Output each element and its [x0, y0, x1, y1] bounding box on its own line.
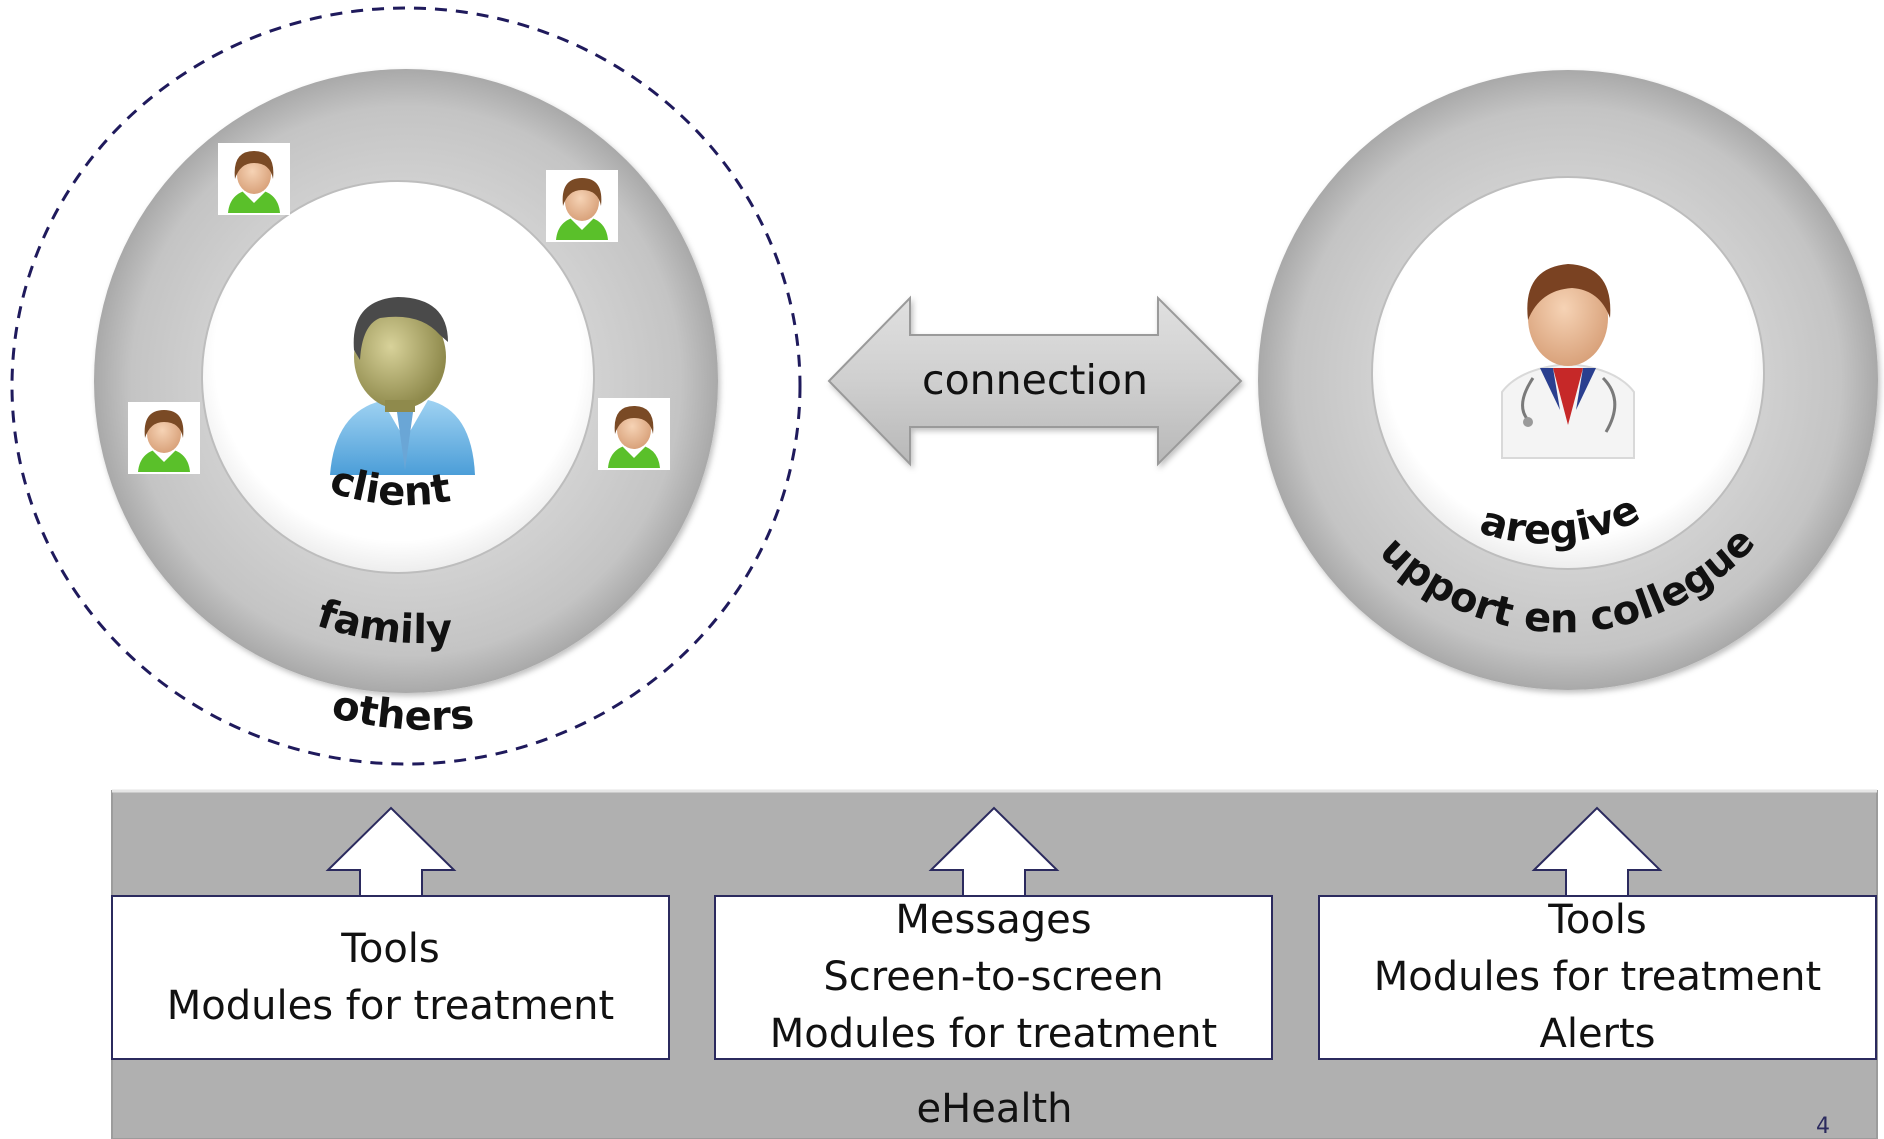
family-member-icon: [218, 143, 290, 215]
connection-label: connection: [922, 356, 1148, 404]
ehealth-label: eHealth: [916, 1086, 1073, 1132]
family-member-icon: [128, 402, 200, 474]
box-line: Modules for treatment: [1373, 954, 1822, 1000]
client-tools-box: Tools Modules for treatment: [111, 895, 670, 1060]
box-line: Messages: [895, 897, 1092, 943]
box-line: Alerts: [1539, 1011, 1656, 1057]
box-line: Tools: [1548, 897, 1647, 943]
box-line: Modules for treatment: [166, 982, 615, 1029]
family-member-icon: [598, 398, 670, 470]
connection-tools-box: Messages Screen-to-screen Modules for tr…: [714, 895, 1273, 1060]
box-line: Tools: [341, 925, 440, 972]
box-line: Screen-to-screen: [823, 954, 1164, 1000]
page-number: 4: [1816, 1114, 1830, 1139]
up-arrow: [1531, 806, 1663, 899]
box-line: Modules for treatment: [769, 1011, 1218, 1057]
up-arrow: [325, 806, 457, 899]
family-member-icon: [546, 170, 618, 242]
connection-arrow: [827, 295, 1243, 467]
caregiver-tools-box: Tools Modules for treatment Alerts: [1318, 895, 1877, 1060]
up-arrow: [928, 806, 1060, 899]
others-dashed-circle: [10, 6, 802, 766]
client-person-icon: [330, 297, 475, 475]
doctor-icon: [1501, 264, 1635, 459]
